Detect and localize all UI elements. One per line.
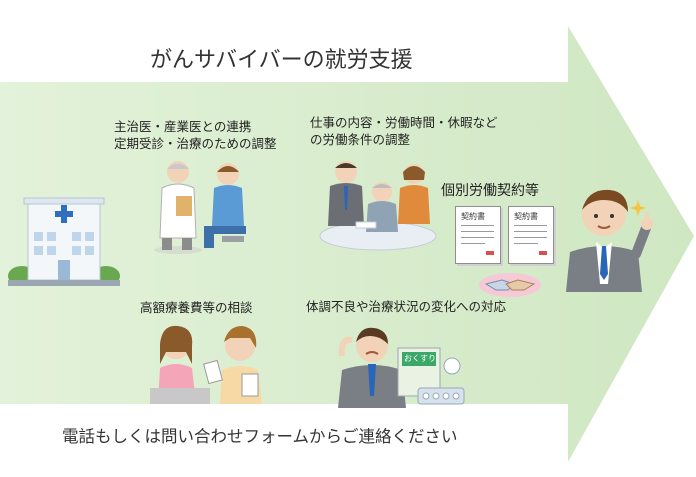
handshake-icon <box>479 273 541 297</box>
doc-line <box>461 243 485 244</box>
condition-label: 体調不良や治療状況の変化への対応 <box>306 299 507 314</box>
footer-band <box>0 404 568 462</box>
doctor-section-label: 主治医・産業医との連携 定期受診・治療のための調整 <box>114 118 277 152</box>
seal-mark <box>486 251 494 255</box>
hospital-cross-icon <box>55 205 73 223</box>
contract-label: 個別労働契約等 <box>441 183 539 199</box>
doc-line <box>461 237 494 238</box>
worried-man-illustration <box>338 327 465 408</box>
doc-line <box>461 231 494 232</box>
contract-document-1: 契約書 <box>455 206 501 264</box>
seal-mark <box>539 251 547 255</box>
medicine-label: おくすり <box>404 354 436 363</box>
work-line2: の労働条件の調整 <box>310 132 411 147</box>
doc-line <box>514 225 547 226</box>
businessman-illustration <box>566 189 653 292</box>
work-section-label: 仕事の内容・労働時間・休暇など の労働条件の調整 <box>310 114 498 148</box>
doctor-line1: 主治医・産業医との連携 <box>114 119 252 134</box>
doc-line <box>461 225 494 226</box>
medical-cost-label: 高額療養費等の相談 <box>140 300 253 315</box>
contract-doc-title-1: 契約書 <box>461 212 485 221</box>
hospital-illustration <box>8 197 120 286</box>
doctor-patient-illustration <box>154 161 246 254</box>
contract-doc-title-2: 契約書 <box>514 212 538 221</box>
doctor-line2: 定期受診・治療のための調整 <box>114 136 277 151</box>
contract-document-2: 契約書 <box>508 206 554 264</box>
title-band <box>0 34 568 82</box>
contact-text: 電話もしくは問い合わせフォームからご連絡ください <box>62 427 458 446</box>
work-line1: 仕事の内容・労働時間・休暇など <box>310 115 498 130</box>
meeting-illustration <box>319 161 437 251</box>
doc-line <box>514 237 547 238</box>
consultation-illustration <box>150 325 262 404</box>
doc-line <box>514 243 538 244</box>
doc-line <box>514 231 547 232</box>
page-title: がんサバイバーの就労支援 <box>150 48 413 73</box>
